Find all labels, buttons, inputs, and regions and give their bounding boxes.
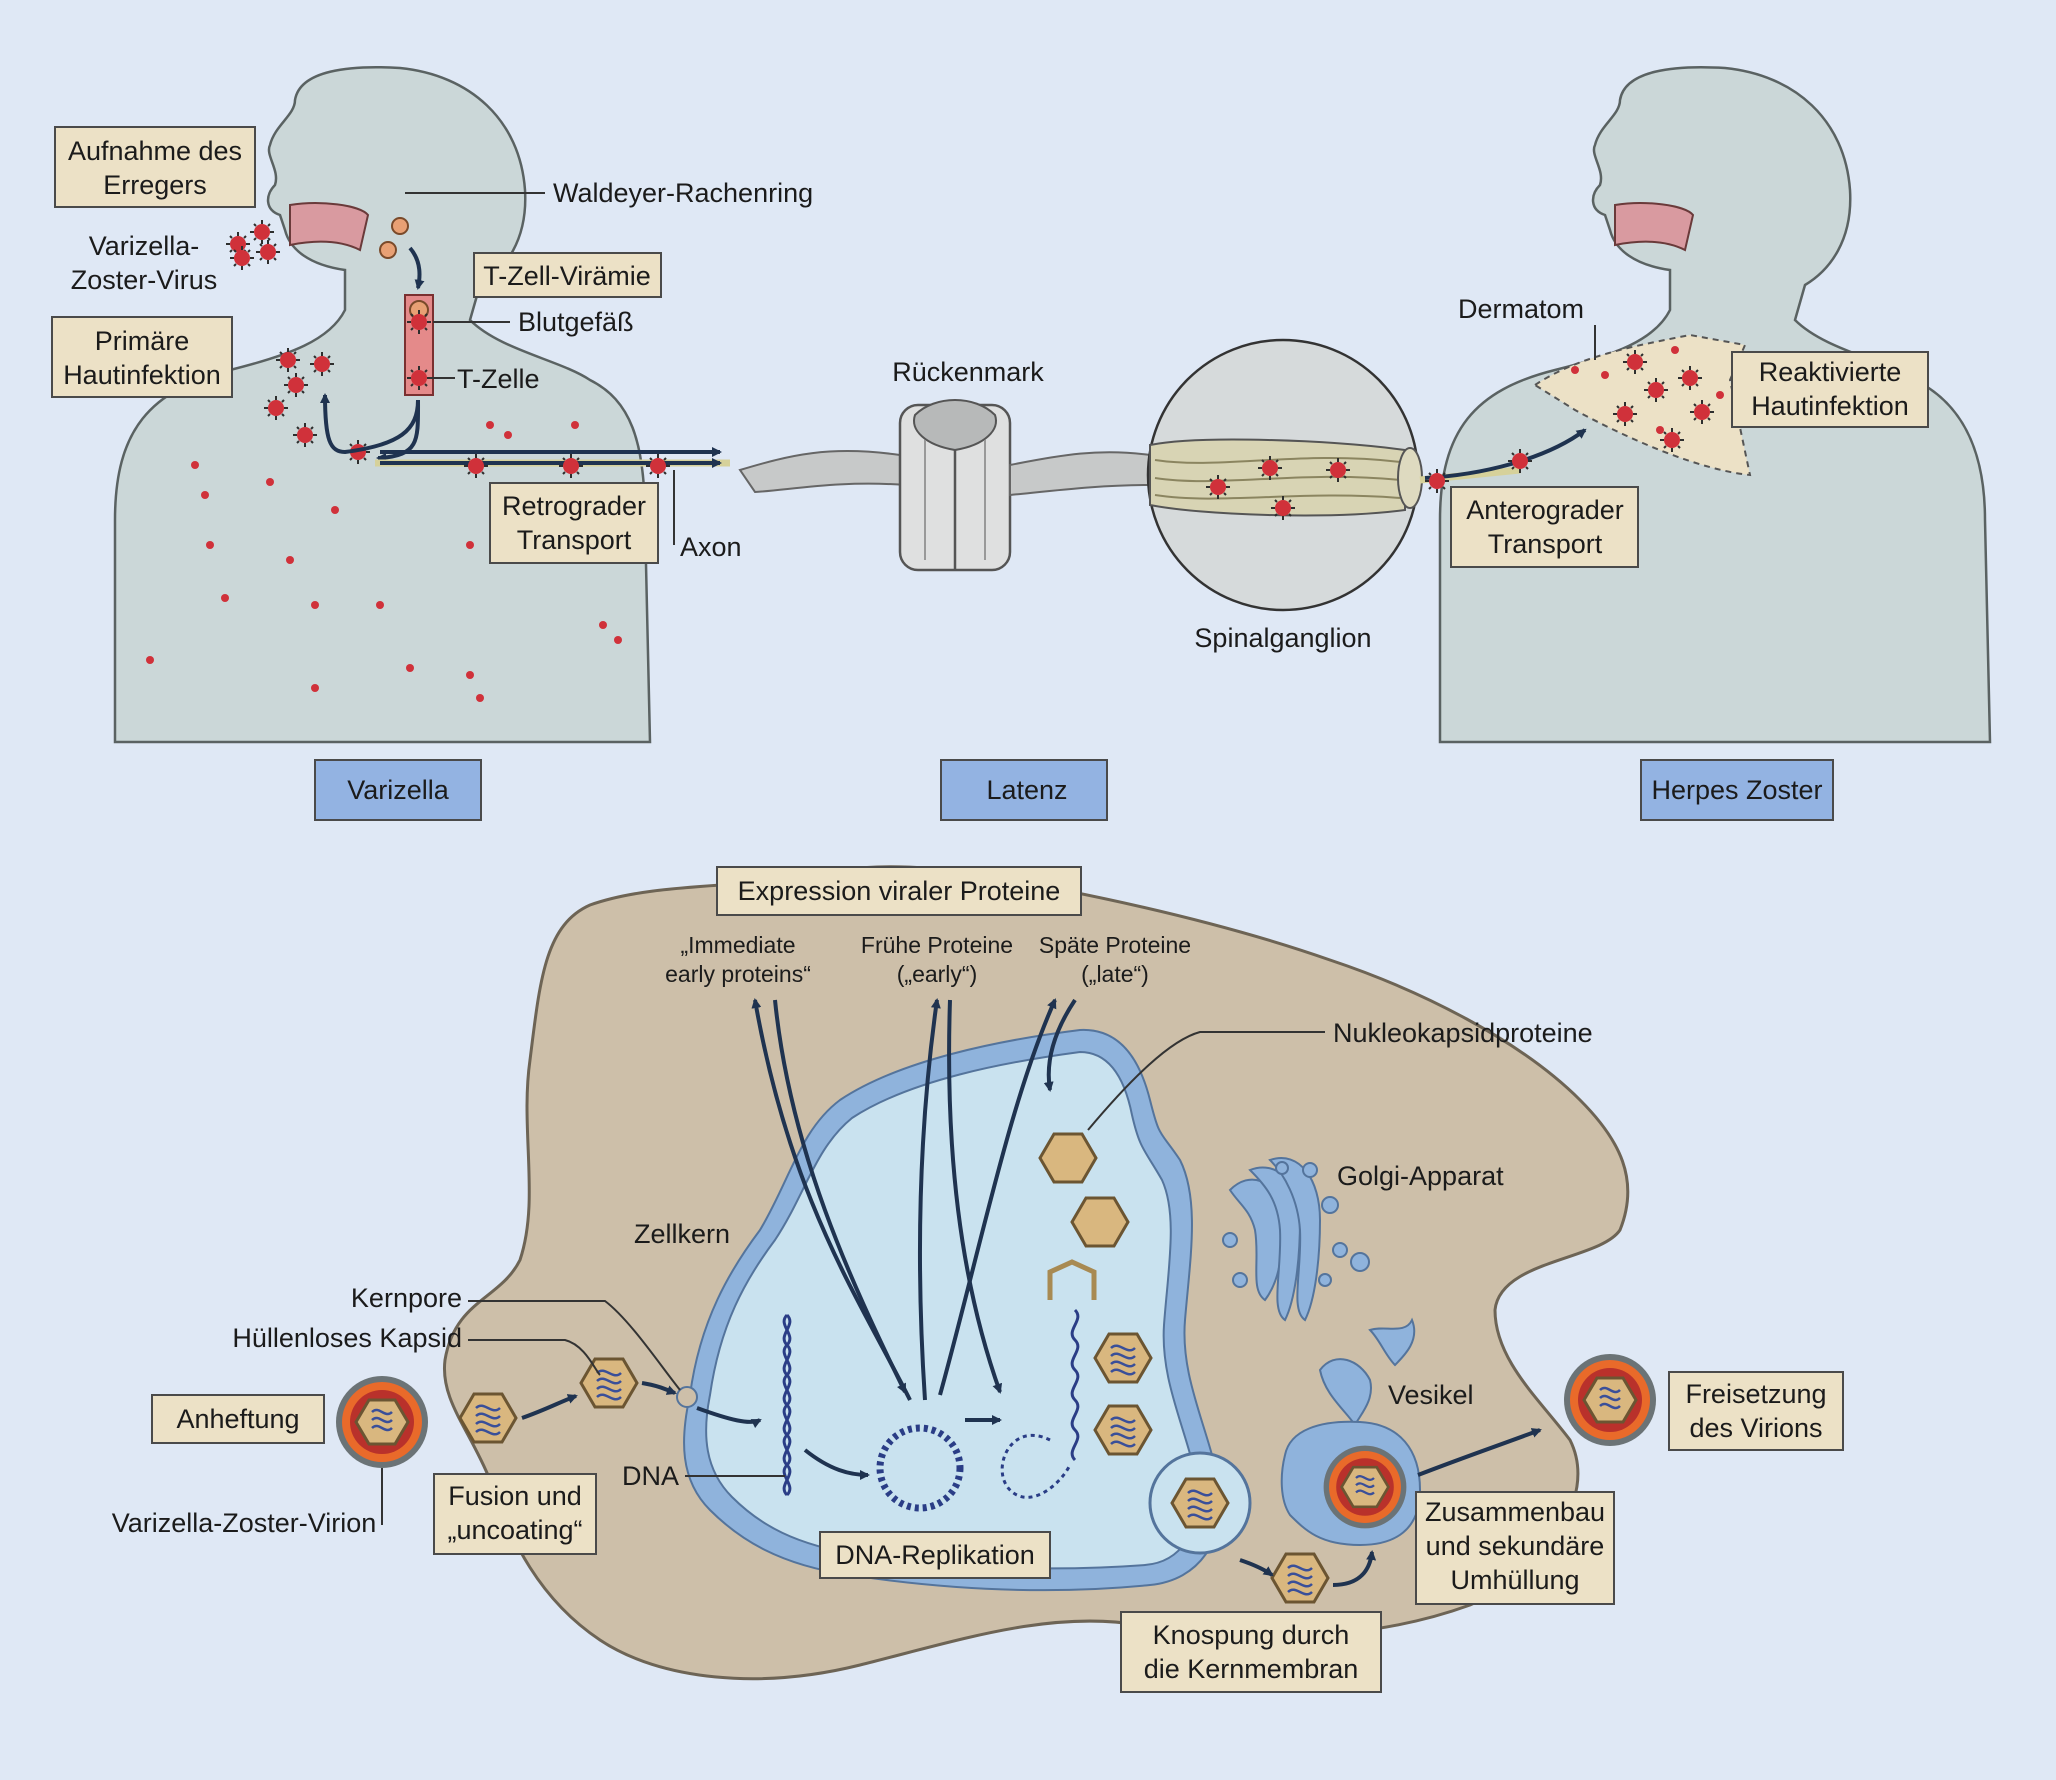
person-right <box>1438 65 1992 744</box>
fruehe-line-2: („early“) <box>897 961 978 987</box>
circular-dna <box>876 1424 964 1512</box>
knospung-line-1: Knospung durch <box>1153 1620 1350 1650</box>
reaktivierte-line-2: Hautinfektion <box>1751 391 1909 421</box>
vesicle <box>1318 1358 1372 1427</box>
anheftung-label: Anheftung <box>176 1404 299 1434</box>
golgi-apparatus <box>1222 1157 1370 1322</box>
zusammenbau-line-3: Umhüllung <box>1450 1565 1579 1595</box>
freisetzung-line-2: des Virions <box>1689 1413 1822 1443</box>
waldeyer-label: Waldeyer-Rachenring <box>553 178 813 208</box>
zellkern-label: Zellkern <box>634 1219 730 1249</box>
freisetzung-box <box>1668 1371 1844 1451</box>
fruehe-line-1: Frühe Proteine <box>861 932 1013 958</box>
zusammenbau-line-1: Zusammenbau <box>1425 1497 1605 1527</box>
zusammenbau-line-2: und sekundäre <box>1426 1531 1605 1561</box>
tzelle-label: T-Zelle <box>457 364 540 394</box>
primaere-line-2: Hautinfektion <box>63 360 221 390</box>
stage-latenz-box <box>940 759 1108 821</box>
dermatom-label: Dermatom <box>1458 294 1584 324</box>
stage-herpes-zoster-box <box>1640 759 1834 821</box>
dna-label: DNA <box>622 1461 679 1491</box>
nukleokapsid-label: Nukleokapsidproteine <box>1333 1018 1593 1048</box>
vzv-label-line-1: Varizella- <box>89 231 200 261</box>
knospung-box <box>1120 1611 1382 1693</box>
primaere-box <box>51 316 233 398</box>
reaktivierte-line-1: Reaktivierte <box>1759 357 1902 387</box>
spinalganglion-label: Spinalganglion <box>1194 623 1371 653</box>
expression-box <box>716 866 1082 916</box>
fusion-line-2: „uncoating“ <box>447 1515 582 1545</box>
retrograder-box <box>489 482 659 564</box>
fusion-box <box>433 1473 597 1555</box>
stage-herpes-zoster: Herpes Zoster <box>1651 775 1822 805</box>
spaete-line-2: („late“) <box>1081 961 1149 987</box>
immediate-line-2: early proteins“ <box>665 961 811 987</box>
immediate-line-1: „Immediate <box>680 932 795 958</box>
dna-replikation-box <box>819 1531 1051 1579</box>
spinal-cord <box>898 399 1012 572</box>
anterograder-line-2: Transport <box>1488 529 1603 559</box>
vzv-virion-label: Varizella-Zoster-Virion <box>112 1508 377 1538</box>
tzell-viraemie-label: T-Zell-Virämie <box>483 261 651 291</box>
vesikel-label: Vesikel <box>1388 1380 1474 1410</box>
retrograder-line-1: Retrograder <box>502 491 646 521</box>
primaere-line-1: Primäre <box>95 326 190 356</box>
retrograder-line-2: Transport <box>517 525 632 555</box>
anterograder-line-1: Anterograder <box>1466 495 1624 525</box>
freisetzung-line-1: Freisetzung <box>1685 1379 1826 1409</box>
anterograder-box <box>1450 486 1639 568</box>
stage-varizella-box <box>314 759 482 821</box>
stage-varizella: Varizella <box>347 775 450 805</box>
reaktivierte-box <box>1731 351 1929 428</box>
axon-label: Axon <box>680 532 742 562</box>
tzell-viraemie-box <box>473 252 662 298</box>
golgi-label: Golgi-Apparat <box>1337 1161 1504 1191</box>
zusammenbau-box <box>1415 1491 1615 1605</box>
aufnahme-line-1: Aufnahme des <box>68 136 242 166</box>
huellenlos-label: Hüllenloses Kapsid <box>232 1323 462 1353</box>
fusion-line-1: Fusion und <box>448 1481 582 1511</box>
aufnahme-box <box>54 126 256 208</box>
vesicle <box>1368 1317 1416 1367</box>
red-dots <box>146 346 1724 702</box>
spinal-ganglion <box>1146 338 1423 612</box>
dermatom-region <box>1533 333 1752 477</box>
person-left <box>113 65 652 744</box>
rueckenmark-label: Rückenmark <box>892 357 1044 387</box>
aufnahme-line-2: Erregers <box>103 170 207 200</box>
dna-replikation-label: DNA-Replikation <box>835 1540 1035 1570</box>
expression-label: Expression viraler Proteine <box>738 876 1061 906</box>
stage-latenz: Latenz <box>986 775 1067 805</box>
spaete-line-1: Späte Proteine <box>1039 932 1191 958</box>
anheftung-box <box>151 1394 325 1444</box>
kernpore-label: Kernpore <box>351 1283 462 1313</box>
knospung-line-2: die Kernmembran <box>1144 1654 1359 1684</box>
vzv-label-line-2: Zoster-Virus <box>71 265 218 295</box>
blutgefaess-label: Blutgefäß <box>518 307 634 337</box>
